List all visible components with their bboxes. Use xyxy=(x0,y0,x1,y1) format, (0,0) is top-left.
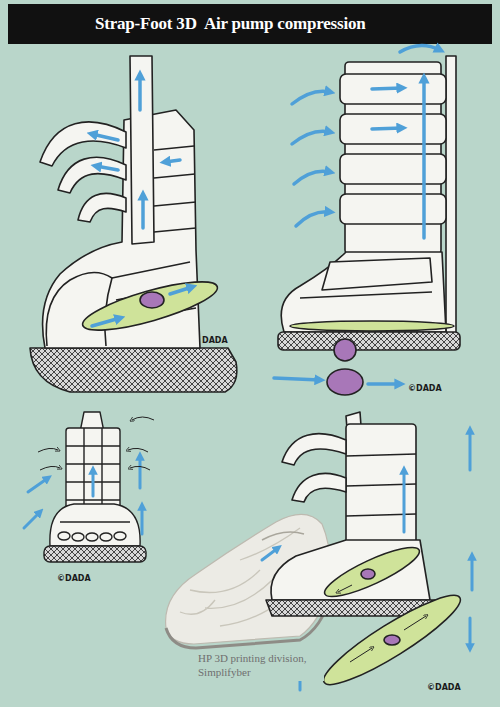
small-arrow xyxy=(350,648,372,662)
small-arrow xyxy=(130,466,150,470)
shoe-collar xyxy=(262,532,304,540)
strap xyxy=(58,157,126,193)
vertical-bar xyxy=(446,56,456,348)
strap xyxy=(340,154,446,184)
air-arrow xyxy=(294,171,330,184)
signature: ©DADA xyxy=(407,384,443,393)
sole xyxy=(44,546,146,562)
air-arrow xyxy=(92,134,118,140)
air-arrow xyxy=(422,78,426,238)
sole xyxy=(30,348,237,392)
air-arrow xyxy=(141,506,144,534)
air-arrow xyxy=(296,212,330,226)
air-arrow xyxy=(292,91,330,104)
air-arrow xyxy=(262,548,278,560)
air-arrow xyxy=(471,556,474,590)
air-flow-arrows xyxy=(24,456,142,534)
small-arrow xyxy=(338,585,352,592)
boot-foot xyxy=(281,252,446,332)
air-insole xyxy=(79,272,222,339)
air-arrow xyxy=(400,45,440,52)
air-arrow xyxy=(24,512,40,528)
boot-sketch xyxy=(44,412,146,562)
foot-strap xyxy=(60,521,130,522)
air-pump xyxy=(384,635,400,645)
boot-sketch xyxy=(30,56,237,392)
air-arrow xyxy=(92,318,120,326)
air-arrow xyxy=(28,478,48,492)
small-arrow xyxy=(128,448,148,452)
strap xyxy=(340,74,446,104)
air-pump xyxy=(327,369,363,395)
foot-strap xyxy=(300,292,432,298)
air-arrow xyxy=(92,470,95,496)
air-arrow xyxy=(372,128,402,129)
label-slot: HP 3D printing division, Simplifyber xyxy=(196,651,324,681)
air-insole xyxy=(320,539,424,605)
strap xyxy=(292,473,346,502)
sole xyxy=(278,332,460,350)
air-arrow xyxy=(403,470,406,532)
air-arrow xyxy=(138,75,142,110)
air-arrow xyxy=(368,382,400,386)
air-pump xyxy=(140,292,164,308)
air-arrow xyxy=(372,88,402,89)
air-arrow xyxy=(170,287,192,294)
small-arrow xyxy=(132,417,154,420)
air-flow-arrows xyxy=(92,75,192,326)
signature: ©DADA xyxy=(426,683,462,692)
air-arrow xyxy=(141,195,145,228)
signature: ©DADA xyxy=(56,574,92,583)
strap xyxy=(78,193,126,222)
strap xyxy=(340,194,446,224)
air-arrow xyxy=(165,160,180,162)
air-arrow xyxy=(96,166,118,170)
air-arrow xyxy=(469,618,472,648)
air-flow-arrows xyxy=(274,45,440,384)
air-insole xyxy=(290,321,454,331)
removable-insole xyxy=(316,584,469,696)
title-band xyxy=(8,4,492,44)
air-arrow xyxy=(469,430,472,470)
compression-arrows xyxy=(38,417,154,470)
strap-line xyxy=(154,146,196,232)
toe xyxy=(58,532,70,540)
toe xyxy=(86,533,98,541)
foot-strap xyxy=(322,258,432,290)
boot-foot xyxy=(50,504,140,546)
title-slot: Strap-Foot 3D Air pump compression xyxy=(0,4,500,44)
title-text: Strap-Foot 3D Air pump compression xyxy=(95,14,366,34)
air-arrow xyxy=(139,456,142,488)
boot-shaft xyxy=(346,424,416,550)
label-slot: ©DADA xyxy=(407,377,443,395)
strap xyxy=(282,434,346,465)
air-pump xyxy=(334,339,356,361)
label-slot: ©DADA xyxy=(56,567,92,585)
label-slot: DADA xyxy=(201,329,229,347)
toe xyxy=(114,532,126,540)
boot-sketch xyxy=(278,56,460,395)
small-arrow xyxy=(404,616,426,630)
flow-arrows xyxy=(338,585,426,662)
air-arrow xyxy=(274,378,320,380)
air-arrow xyxy=(292,131,330,144)
photo-credit: HP 3D printing division, Simplifyber xyxy=(196,651,324,681)
label-slot: ©DADA xyxy=(426,676,462,694)
toe xyxy=(72,533,84,541)
strap xyxy=(340,114,446,144)
small-arrow xyxy=(40,466,60,470)
signature: DADA xyxy=(201,336,229,345)
toe xyxy=(100,533,112,541)
small-arrow xyxy=(38,448,58,452)
air-pump xyxy=(361,569,375,579)
vertical-strap xyxy=(130,56,154,244)
